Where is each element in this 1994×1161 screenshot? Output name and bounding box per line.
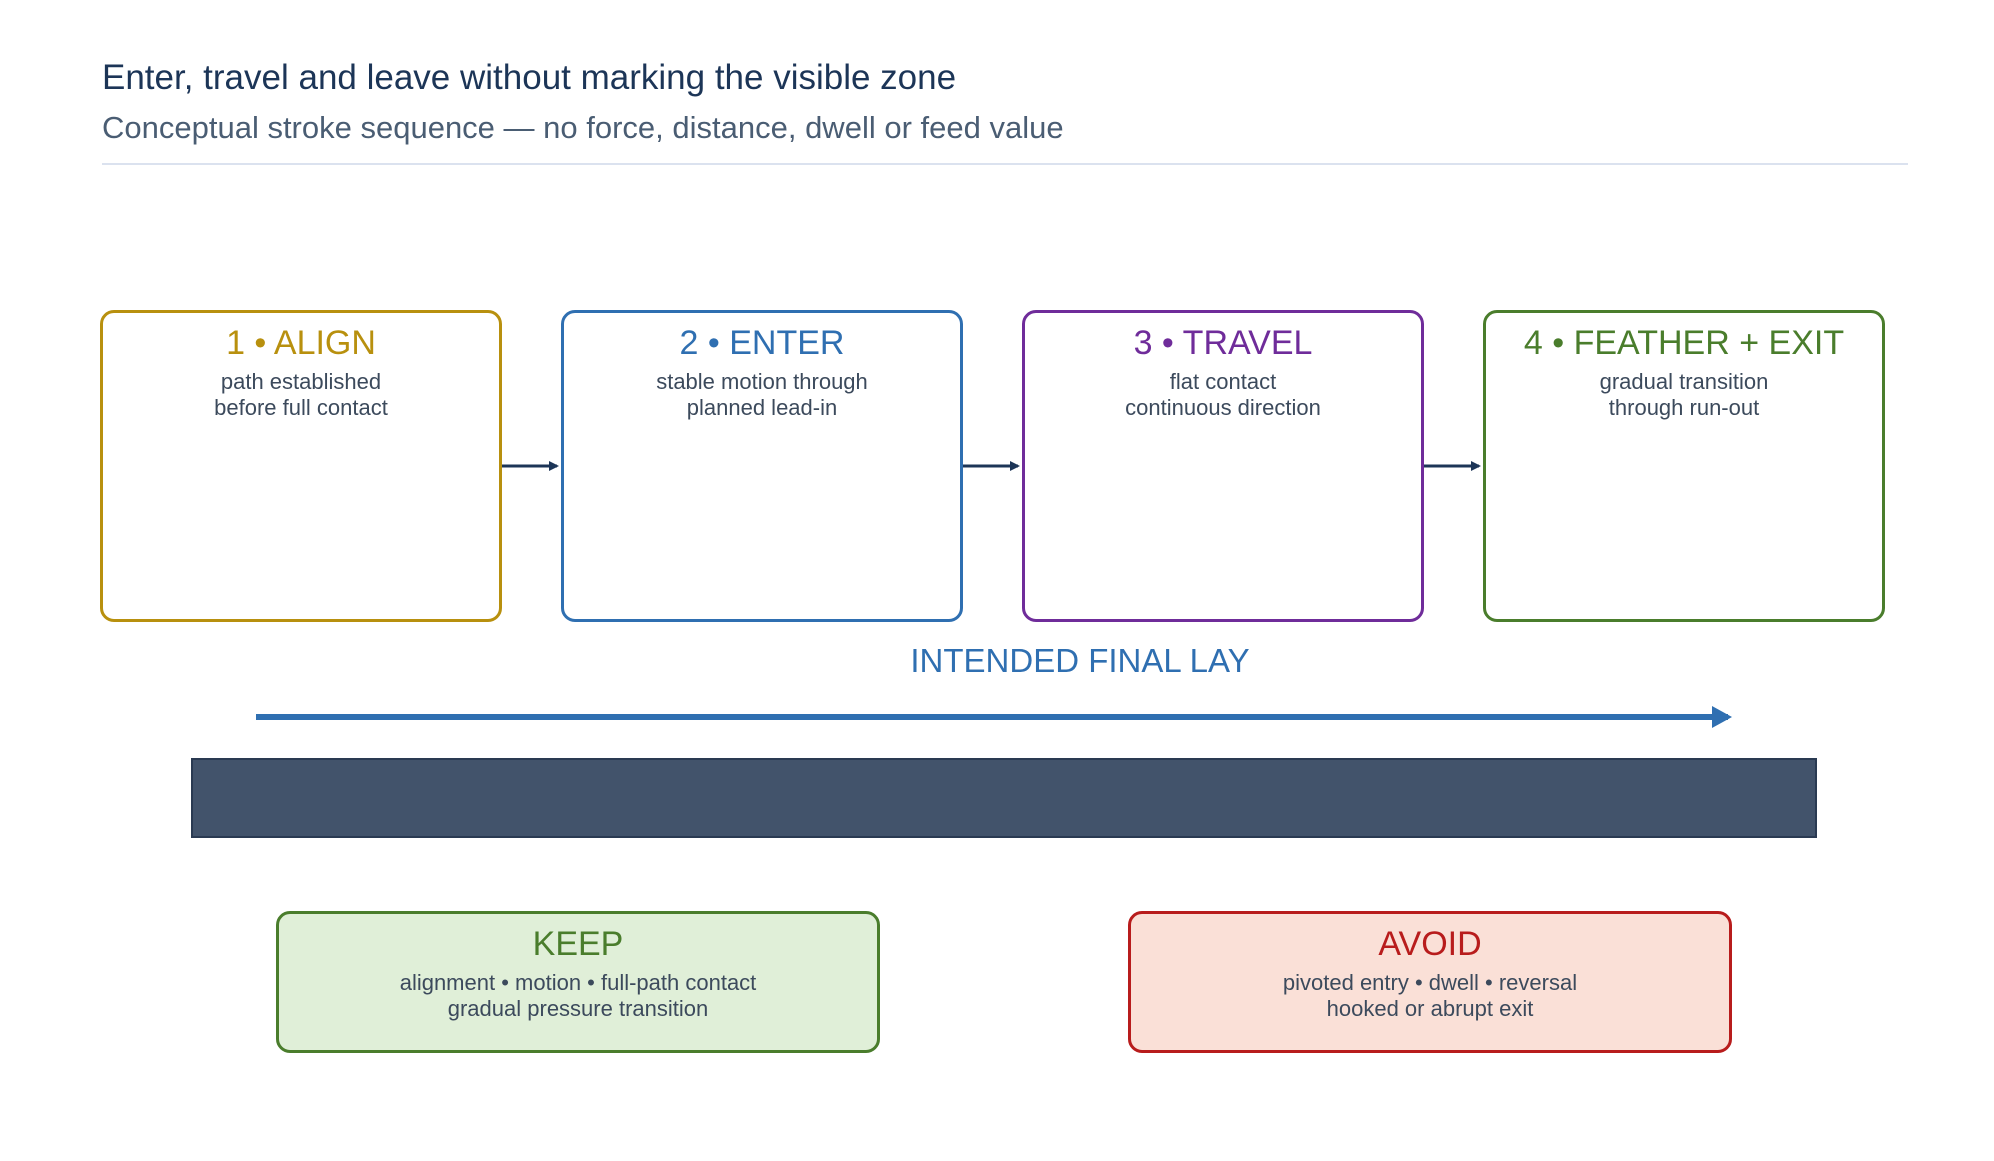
step-align-desc-line2: before full contact bbox=[214, 395, 388, 420]
step-align-box: 1 • ALIGN path established before full c… bbox=[100, 310, 502, 622]
step-align-desc-line1: path established bbox=[220, 369, 382, 394]
step-travel-desc-line2: continuous direction bbox=[1125, 395, 1321, 420]
step-enter-title: 2 • ENTER bbox=[679, 324, 845, 362]
step-travel-desc-line1: flat contact bbox=[1169, 369, 1277, 394]
intended-final-lay-label: INTENDED FINAL LAY bbox=[910, 642, 1250, 679]
keep-desc-line2: gradual pressure transition bbox=[447, 996, 709, 1021]
diagram-subtitle: Conceptual stroke sequence — no force, d… bbox=[102, 110, 1064, 145]
step-travel-box: 3 • TRAVEL flat contact continuous direc… bbox=[1022, 310, 1424, 622]
keep-title: KEEP bbox=[532, 925, 624, 963]
avoid-desc-line1: pivoted entry • dwell • reversal bbox=[1282, 970, 1578, 995]
step-travel-title: 3 • TRAVEL bbox=[1133, 324, 1313, 362]
keep-desc-line1: alignment • motion • full-path contact bbox=[399, 970, 757, 995]
diagram-title: Enter, travel and leave without marking … bbox=[102, 58, 957, 97]
step-enter-desc-line2: planned lead-in bbox=[686, 395, 838, 420]
keep-box: KEEP alignment • motion • full-path cont… bbox=[276, 911, 880, 1053]
step-feather-exit-desc-line2: through run-out bbox=[1608, 395, 1760, 420]
header-divider bbox=[102, 163, 1908, 165]
visible-zone-bar bbox=[191, 758, 1817, 838]
step-enter-box: 2 • ENTER stable motion through planned … bbox=[561, 310, 963, 622]
step-feather-exit-desc-line1: gradual transition bbox=[1599, 369, 1769, 394]
step-feather-exit-title: 4 • FEATHER + EXIT bbox=[1523, 324, 1845, 362]
step-enter-desc-line1: stable motion through bbox=[656, 369, 868, 394]
step-feather-exit-box: 4 • FEATHER + EXIT gradual transition th… bbox=[1483, 310, 1885, 622]
avoid-title: AVOID bbox=[1378, 925, 1482, 963]
avoid-box: AVOID pivoted entry • dwell • reversal h… bbox=[1128, 911, 1732, 1053]
step-align-title: 1 • ALIGN bbox=[226, 324, 376, 362]
avoid-desc-line2: hooked or abrupt exit bbox=[1326, 996, 1534, 1021]
